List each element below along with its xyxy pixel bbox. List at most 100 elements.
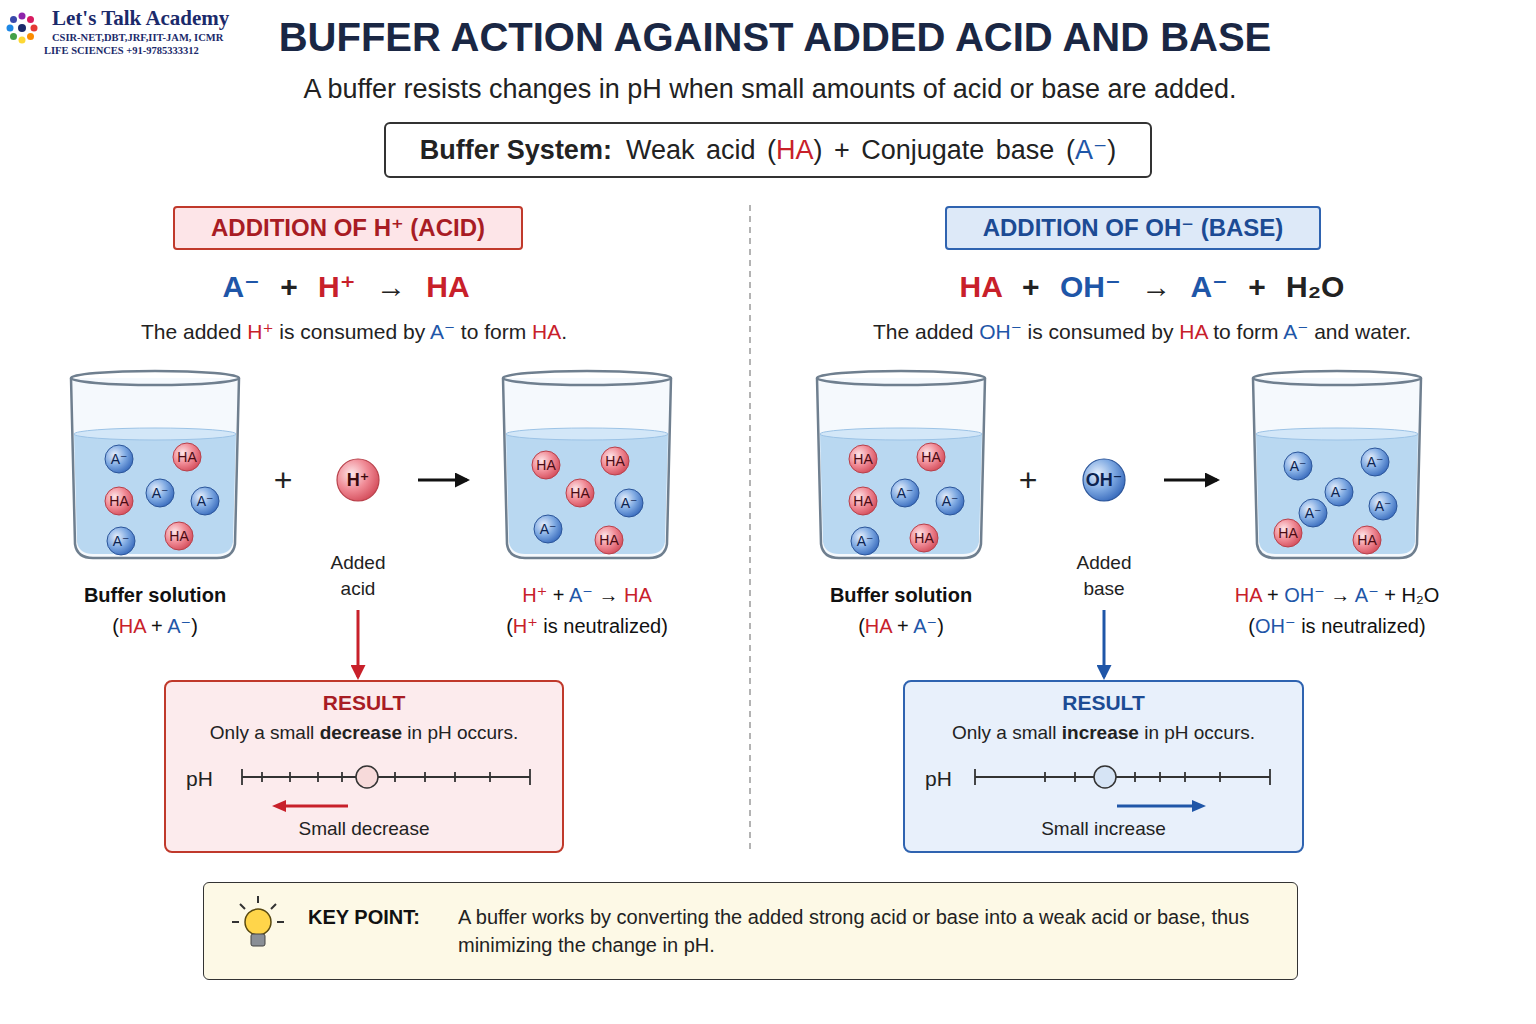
logo-dot — [10, 33, 17, 40]
bulb-base — [251, 934, 265, 946]
text-run: → — [1121, 270, 1191, 303]
circle-shape — [601, 447, 629, 475]
ion-caption: Added acid — [323, 550, 393, 602]
plus-sign: + — [274, 460, 293, 500]
text-run: is consumed by — [1022, 320, 1180, 343]
beaker — [503, 371, 671, 558]
label-anchor: LIFE SCIENCES +91-9785333312 — [44, 44, 199, 57]
text-run: H⁺ — [522, 584, 547, 606]
beaker-caption: Buffer solution — [781, 580, 1021, 611]
text-run: ) + Conjugate base ( — [813, 135, 1074, 165]
circle-shape — [105, 445, 133, 473]
molecule-label: A⁻ — [850, 526, 880, 556]
beaker — [71, 371, 239, 558]
text-run: HA — [119, 615, 146, 637]
beaker-caption: (HA + A⁻) — [781, 611, 1021, 642]
result-box: RESULTOnly a small decrease in pH occurs… — [164, 680, 564, 853]
beaker-caption: Buffer solution — [35, 580, 275, 611]
label-anchor: The added OH⁻ is consumed by HA to form … — [873, 319, 1411, 345]
a-ion: A⁻ — [850, 526, 880, 556]
a-ion: A⁻ — [1324, 477, 1354, 507]
ion-symbol: H⁺ — [308, 458, 408, 502]
reaction-arrow — [1103, 610, 1106, 677]
text-run: is neutralized) — [1296, 615, 1426, 637]
molecule-label: A⁻ — [1360, 447, 1390, 477]
circle-shape — [891, 479, 919, 507]
label-anchor: HA + OH⁻ → A⁻ + H₂O — [960, 268, 1345, 306]
ha-molecule: HA — [916, 442, 946, 472]
logo-dot — [19, 13, 26, 20]
text-run: + — [547, 584, 569, 606]
reaction-equation: A⁻ + H⁺ → HA — [222, 268, 469, 306]
text-run: ( — [112, 615, 119, 637]
molecule-label: HA — [1352, 525, 1382, 555]
header-text: ADDITION OF OH⁻ (BASE) — [983, 208, 1284, 248]
ha-molecule: HA — [848, 486, 878, 516]
text-run: in pH occurs. — [1139, 722, 1255, 743]
label-anchor: A buffer resists changes in pH when smal… — [303, 72, 1236, 106]
added-base: OH⁻Added base — [1054, 458, 1154, 602]
ha-molecule: HA — [1352, 525, 1382, 555]
molecule-label: A⁻ — [614, 488, 644, 518]
bulb-icon — [232, 896, 284, 946]
text-run: A⁻ — [1283, 320, 1308, 343]
text-run: ( — [506, 615, 513, 637]
text-run: + H₂O — [1228, 270, 1345, 303]
logo-name: Let's Talk Academy — [52, 5, 229, 31]
circle-shape — [146, 479, 174, 507]
text-run: H⁺ — [247, 320, 273, 343]
ha-molecule: HA — [600, 446, 630, 476]
logo-dot — [18, 24, 26, 32]
text-run: A⁻ — [1355, 584, 1379, 606]
molecule-label: A⁻ — [1368, 491, 1398, 521]
label-anchor: Let's Talk Academy — [52, 5, 229, 31]
circle-shape — [1361, 448, 1389, 476]
molecule-label: HA — [164, 521, 194, 551]
molecule-label: HA — [848, 444, 878, 474]
molecule-label: A⁻ — [935, 486, 965, 516]
scale-label: pH — [166, 766, 562, 792]
circle-shape — [1274, 519, 1302, 547]
circle-shape — [936, 487, 964, 515]
molecule-label: HA — [172, 442, 202, 472]
scale-line — [975, 776, 1270, 778]
text-run: A⁻ — [1075, 135, 1107, 165]
label-anchor: CSIR-NET,DBT,JRF,IIT-JAM, ICMR — [52, 31, 223, 44]
molecule-label: A⁻ — [890, 478, 920, 508]
section-header: ADDITION OF OH⁻ (BASE) — [945, 206, 1322, 250]
beaker: Buffer solution(HA + A⁻)HAHAHAA⁻A⁻A⁻HA — [781, 372, 1021, 642]
molecule-label: A⁻ — [106, 526, 136, 556]
a-ion: A⁻ — [1360, 447, 1390, 477]
text-run: H⁺ — [318, 270, 356, 303]
molecule-label: HA — [600, 446, 630, 476]
scale-ticks — [975, 769, 1270, 785]
circle-shape — [910, 524, 938, 552]
text-run: A⁻ — [913, 615, 937, 637]
molecule-label: HA — [104, 486, 134, 516]
text-run: HA — [776, 135, 814, 165]
text-run: to form — [455, 320, 532, 343]
logo-dot — [10, 16, 17, 23]
description: The added OH⁻ is consumed by HA to form … — [873, 319, 1411, 345]
circle-shape — [1284, 452, 1312, 480]
text-run: OH⁻ — [1255, 615, 1296, 637]
ha-molecule: HA — [565, 478, 595, 508]
text-run: A⁻ — [430, 320, 455, 343]
a-ion: A⁻ — [890, 478, 920, 508]
a-ion: A⁻ — [935, 486, 965, 516]
text-run: HA — [865, 615, 892, 637]
reaction-equation: HA + OH⁻ → A⁻ + H₂O — [960, 268, 1345, 306]
a-ion: A⁻ — [106, 526, 136, 556]
divider-line — [749, 205, 751, 850]
ion-caption: Added base — [1069, 550, 1139, 602]
key-text: A buffer works by converting the added s… — [458, 903, 1274, 959]
text-run: + — [146, 615, 168, 637]
label-anchor: + — [274, 460, 293, 500]
text-run: Buffer solution — [830, 584, 972, 606]
text-run: + — [260, 270, 318, 303]
text-run: Buffer solution — [84, 584, 226, 606]
beaker-caption: (H⁺ is neutralized) — [467, 611, 707, 642]
molecule-label: A⁻ — [104, 444, 134, 474]
beaker-caption: HA + OH⁻ → A⁻ + H₂O — [1217, 580, 1457, 611]
text-run: OH⁻ — [979, 320, 1022, 343]
